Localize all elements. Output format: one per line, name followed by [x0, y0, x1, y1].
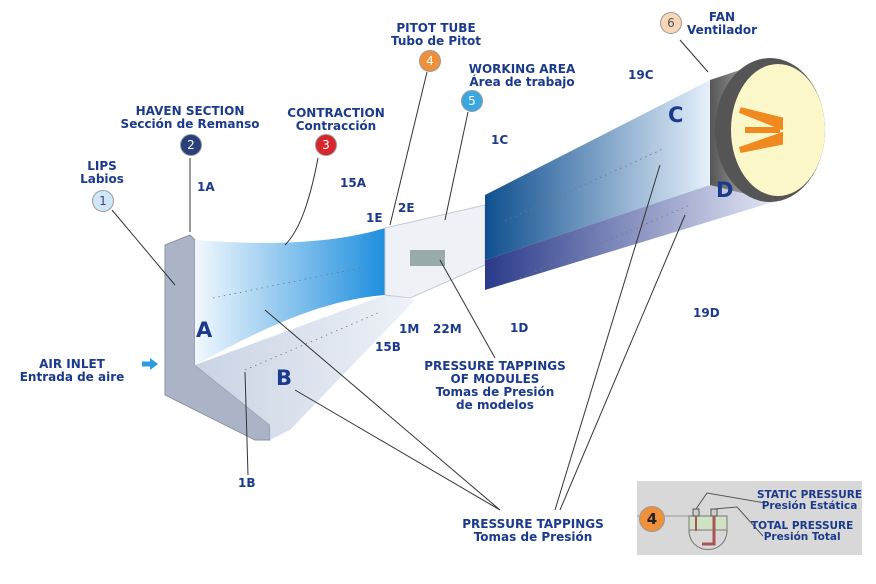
face-a: [195, 228, 385, 365]
point-1c: 1C: [491, 133, 509, 147]
point-19c: 19C: [628, 68, 654, 82]
face-a-label: A: [196, 318, 213, 342]
point-15a: 15A: [340, 176, 366, 190]
inset-callout-4-badge: 4: [639, 506, 665, 532]
model-module: [410, 250, 445, 266]
callout-1-badge: 1: [92, 190, 114, 212]
point-1m: 1M: [399, 322, 420, 336]
point-15b: 15B: [375, 340, 401, 354]
point-1b: 1B: [238, 476, 256, 490]
face-d-label: D: [716, 178, 734, 202]
face-c-label: C: [668, 103, 684, 127]
face-b-label: B: [276, 366, 293, 390]
face-d: [485, 185, 780, 290]
air-inlet-arrow-icon: [150, 358, 158, 370]
callout-6-badge: 6: [660, 12, 682, 34]
callout-4-badge: 4: [419, 50, 441, 72]
callout-2-badge: 2: [180, 134, 202, 156]
point-1a: 1A: [197, 180, 215, 194]
callout-3-badge: 3: [315, 134, 337, 156]
face-c: [485, 80, 710, 260]
point-1d: 1D: [510, 321, 529, 335]
face-b: [195, 295, 415, 440]
point-22m: 22M: [433, 322, 462, 336]
point-19d: 19D: [693, 306, 720, 320]
point-1e: 1E: [366, 211, 383, 225]
callout-5-badge: 5: [461, 90, 483, 112]
point-2e: 2E: [398, 201, 415, 215]
